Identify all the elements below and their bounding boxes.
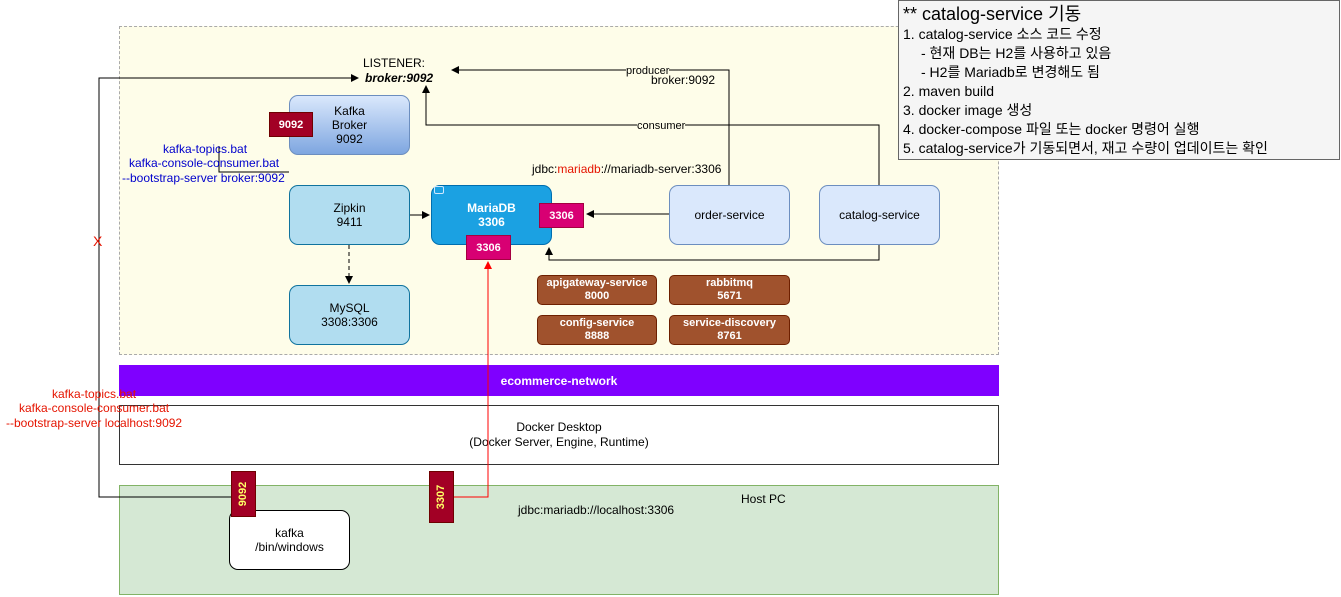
producer-broker-label: broker:9092 — [651, 73, 716, 87]
service-discovery[interactable]: service-discovery 8761 — [669, 315, 790, 345]
zipkin-port: 9411 — [336, 215, 363, 229]
kafka-broker-title: Kafka — [334, 104, 365, 118]
service-name: config-service — [559, 317, 635, 329]
service-name: service-discovery — [683, 317, 776, 329]
ecommerce-network-bar: ecommerce-network — [119, 365, 999, 396]
kafka-broker-subtitle: Broker — [331, 118, 368, 132]
kafka-broker-port: 9092 — [336, 132, 363, 146]
broker-port-badge: 9092 — [269, 112, 313, 137]
blocked-mark: X — [93, 233, 103, 249]
catalog-service-node[interactable]: catalog-service — [819, 185, 940, 245]
host-kafka-listener-line — [98, 74, 359, 498]
host-kafka-title: kafka — [275, 526, 304, 540]
mysql-node[interactable]: MySQL 3308:3306 — [289, 285, 410, 345]
host-kafka-port-badge: 9092 — [231, 471, 256, 517]
service-config[interactable]: config-service 8888 — [537, 315, 657, 345]
order-service-title: order-service — [694, 208, 765, 222]
host-command-bootstrap: --bootstrap-server localhost:9092 — [6, 416, 183, 430]
host-kafka-node[interactable]: kafka /bin/windows — [229, 510, 350, 570]
service-port: 5671 — [717, 290, 742, 302]
service-port: 8000 — [584, 290, 610, 302]
docker-command-topics: kafka-topics.bat — [163, 142, 248, 156]
jdbc-localhost-label: jdbc:mariadb://localhost:3306 — [518, 503, 675, 517]
catalog-service-note: ** catalog-service 기동 1. catalog-service… — [898, 0, 1340, 160]
docker-desktop-subtitle: (Docker Server, Engine, Runtime) — [469, 435, 649, 449]
service-apigateway[interactable]: apigateway-service 8000 — [537, 275, 657, 305]
docker-command-consumer: kafka-console-consumer.bat — [129, 156, 280, 170]
note-item: 2. maven build — [903, 83, 995, 99]
host-kafka-path: /bin/windows — [255, 540, 324, 554]
mariadb-right-port-badge: 3306 — [539, 203, 584, 228]
mariadb-bottom-port-badge: 3306 — [466, 235, 511, 260]
service-port: 8888 — [584, 330, 610, 342]
listener-value: broker:9092 — [365, 71, 434, 85]
service-name: apigateway-service — [546, 277, 648, 289]
jdbc-suffix: ://mariadb-server:3306 — [600, 162, 722, 176]
host-pc-label: Host PC — [741, 492, 786, 506]
host-mariadb-port-badge: 3307 — [429, 471, 454, 523]
host-kafka-port-text: 9092 — [237, 481, 250, 507]
note-title: ** catalog-service 기동 — [903, 4, 1082, 24]
zipkin-title: Zipkin — [333, 201, 366, 215]
service-port: 8761 — [717, 330, 742, 342]
docker-desktop-title: Docker Desktop — [516, 420, 602, 434]
service-rabbitmq[interactable]: rabbitmq 5671 — [669, 275, 790, 305]
note-item: 3. docker image 생성 — [903, 102, 1033, 118]
host-command-topics: kafka-topics.bat — [52, 387, 137, 401]
docker-command-bootstrap: --bootstrap-server broker:9092 — [122, 171, 285, 185]
host-mariadb-port-text: 3307 — [435, 484, 448, 510]
service-name: rabbitmq — [705, 277, 754, 289]
consumer-label: consumer — [637, 119, 686, 133]
order-service-node[interactable]: order-service — [669, 185, 790, 245]
docker-command-bracket — [218, 146, 289, 173]
mariadb-title: MariaDB — [467, 201, 516, 215]
mysql-port: 3308:3306 — [321, 315, 378, 329]
note-item: 1. catalog-service 소스 코드 수정 — [903, 26, 1102, 42]
jdbc-prefix: jdbc: — [532, 162, 558, 176]
note-item: 5. catalog-service가 기동되면서, 재고 수량이 업데이트는 … — [903, 140, 1268, 156]
catalog-mariadb-line — [545, 245, 880, 261]
docker-desktop-zone: Docker Desktop (Docker Server, Engine, R… — [119, 405, 999, 465]
producer-line — [451, 66, 730, 185]
host-mariadb-line — [454, 261, 492, 498]
jdbc-docker-label: jdbc:mariadb://mariadb-server:3306 — [532, 162, 721, 176]
listener-label: LISTENER: — [363, 56, 426, 70]
catalog-service-title: catalog-service — [839, 208, 920, 222]
note-item: - H2를 Mariadb로 변경해도 됨 — [921, 64, 1100, 80]
note-item: - 현재 DB는 H2를 사용하고 있음 — [921, 45, 1112, 61]
mariadb-port: 3306 — [478, 215, 505, 229]
zipkin-node[interactable]: Zipkin 9411 — [289, 185, 410, 245]
note-item: 4. docker-compose 파일 또는 docker 명령어 실행 — [903, 121, 1200, 137]
host-command-consumer: kafka-console-consumer.bat — [19, 401, 170, 415]
mariadb-link-icon — [434, 186, 444, 194]
producer-label: producer — [626, 64, 670, 78]
jdbc-mariadb-word: mariadb — [557, 162, 601, 176]
mysql-title: MySQL — [329, 301, 370, 315]
